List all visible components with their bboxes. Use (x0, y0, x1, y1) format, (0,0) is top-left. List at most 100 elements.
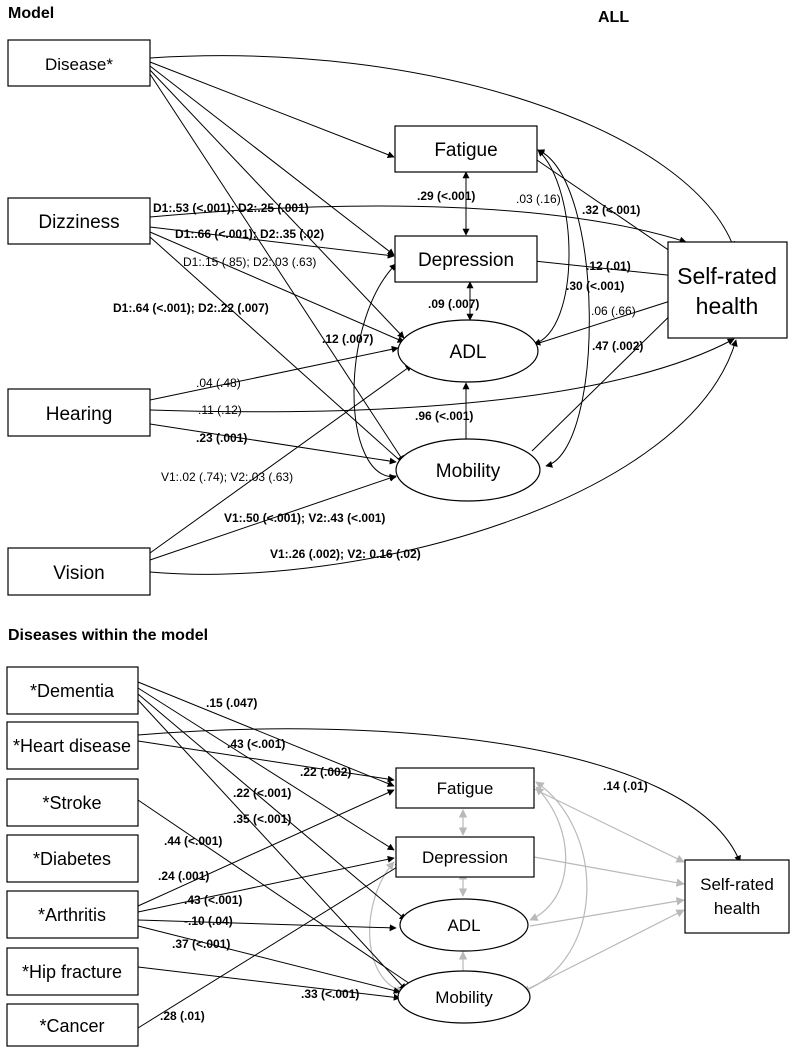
edge-depression-srh (533, 260, 687, 280)
label-fat-dep: .29 (<.001) (417, 189, 475, 203)
grey-edge-adl-srh (529, 897, 685, 927)
edge-dizziness-adl (149, 231, 405, 343)
label-hear-mob: .23 (.001) (196, 431, 247, 445)
edge-arthritis-adl (137, 919, 397, 932)
node-self-rated-health-b (684, 859, 790, 934)
label-heart-fat: .22 (.002) (300, 765, 351, 779)
edge-disease-mobility (149, 73, 405, 463)
node-depression-b-label: Depression (422, 848, 508, 867)
label-stroke-mob: .44 (<.001) (164, 834, 222, 848)
node-mobility-b-label: Mobility (435, 988, 493, 1007)
edge-disease-fatigue (149, 61, 395, 158)
node-fatigue-b-label: Fatigue (437, 779, 494, 798)
node-diabetes (6, 834, 139, 883)
label-dem-mob: .35 (<.001) (233, 812, 291, 826)
node-fatigue (394, 125, 538, 173)
node-srh-b-label-2: health (714, 899, 760, 918)
label-dizz-dep: D1:.66 (<.001); D2:.35 (.02) (175, 227, 324, 241)
edge-arthritis-mobility (137, 925, 401, 994)
node-adl-b (399, 898, 529, 952)
node-mobility (395, 438, 541, 502)
edge-dizziness-mobility (149, 236, 407, 467)
label-dizz-srh: D1:.53 (<.001); D2:.25 (.001) (153, 201, 309, 215)
node-dementia-label: *Dementia (30, 681, 115, 701)
label-cancer-dep: .28 (.01) (160, 1009, 205, 1023)
edge-disease-depression (149, 65, 395, 256)
node-cancer (6, 1003, 139, 1047)
bottom-edges (137, 681, 741, 1029)
node-diabetes-label: *Diabetes (33, 849, 111, 869)
label-vis-mob: V1:.50 (<.001); V2:.43 (<.001) (224, 511, 385, 525)
all-heading: ALL (598, 9, 629, 26)
edge-depression-mobility (353, 263, 397, 481)
node-vision (7, 547, 151, 596)
node-heart-disease (6, 721, 139, 770)
label-mob-adl: .96 (<.001) (415, 409, 473, 423)
label-arth-dep: .43 (<.001) (184, 893, 242, 907)
node-disease-label: Disease* (45, 55, 113, 74)
diseases-heading: Diseases within the model (8, 627, 208, 644)
node-adl (397, 319, 539, 383)
node-fatigue-b (395, 767, 535, 809)
label-dizz-adl: D1:.15 (.85); D2:.03 (.63) (183, 255, 316, 269)
label-arth-mob: .37 (<.001) (172, 937, 230, 951)
node-disease (7, 39, 151, 87)
label-mob-srh: .47 (.002) (592, 339, 643, 353)
edge-stroke-mobility (137, 799, 417, 989)
node-mobility-b (397, 970, 531, 1024)
bottom-nodes: *Dementia *Heart disease *Stroke *Diabet… (6, 666, 790, 1047)
label-dem-dep: .43 (<.001) (227, 737, 285, 751)
bottom-labels: .15 (.047) .43 (<.001) .22 (.002) .14 (.… (158, 696, 648, 1023)
node-arthritis-label: *Arthritis (38, 905, 106, 925)
node-depression (394, 235, 538, 283)
edge-hearing-adl (149, 345, 399, 401)
edge-dementia-fatigue (137, 681, 395, 787)
edge-cancer-depression (137, 863, 403, 1029)
edge-hearing-srh (149, 338, 735, 413)
node-depression-b (395, 836, 535, 878)
grey-edge-depression-mobility (369, 861, 405, 995)
node-heart-disease-label: *Heart disease (13, 736, 131, 756)
node-dementia (6, 666, 139, 715)
node-fatigue-label: Fatigue (434, 140, 497, 161)
label-fat-mob: .03 (.16) (516, 192, 561, 206)
edge-fatigue-adl (533, 149, 570, 346)
model-heading: Model (8, 5, 54, 22)
edge-mobility-srh (531, 297, 689, 452)
label-dep-mob: .12 (.007) (322, 332, 373, 346)
node-stroke-label: *Stroke (42, 793, 101, 813)
top-labels: D1:.53 (<.001); D2:.25 (.001) D1:.66 (<.… (113, 189, 643, 561)
node-stroke (6, 778, 139, 827)
label-hear-adl: .04 (.48) (196, 376, 241, 390)
node-adl-label: ADL (450, 342, 487, 363)
edge-dizziness-srh (149, 205, 687, 244)
node-mobility-label: Mobility (436, 461, 501, 482)
label-vis-adl: V1:.02 (.74); V2:.03 (.63) (161, 470, 293, 484)
node-hearing-label: Hearing (46, 404, 113, 425)
edge-fatigue-mobility (537, 149, 590, 468)
edge-fatigue-srh (533, 157, 687, 263)
edge-disease-adl (149, 69, 405, 339)
node-self-rated-health (667, 241, 788, 339)
edge-dizziness-depression (149, 226, 395, 259)
node-dizziness-label: Dizziness (38, 212, 119, 233)
label-hear-srh: .11 (.12) (198, 403, 242, 417)
top-edges (149, 55, 738, 575)
edge-dementia-depression (137, 687, 395, 851)
node-srh-label-1: Self-rated (677, 263, 777, 289)
edge-vision-srh (149, 339, 738, 575)
grey-edge-fatigue-mobility (521, 781, 588, 994)
edge-vision-adl (149, 364, 413, 554)
node-hearing (7, 388, 151, 437)
node-adl-b-label: ADL (447, 916, 480, 935)
node-vision-label: Vision (53, 563, 104, 584)
edge-adl-srh (535, 294, 687, 345)
label-vis-srh: V1:.26 (.002); V2: 0.16 (.02) (270, 547, 421, 561)
label-dep-srh: .12 (.01) (586, 259, 631, 273)
node-srh-b-label-1: Self-rated (700, 875, 774, 894)
top-nodes: Disease* Dizziness Hearing Vision Fatigu… (7, 39, 788, 596)
label-dizz-mob: D1:.64 (<.001); D2:.22 (.007) (113, 301, 269, 315)
edge-arthritis-fatigue (137, 789, 395, 907)
node-arthritis (6, 890, 139, 939)
grey-edge-mobility-srh (525, 909, 685, 991)
